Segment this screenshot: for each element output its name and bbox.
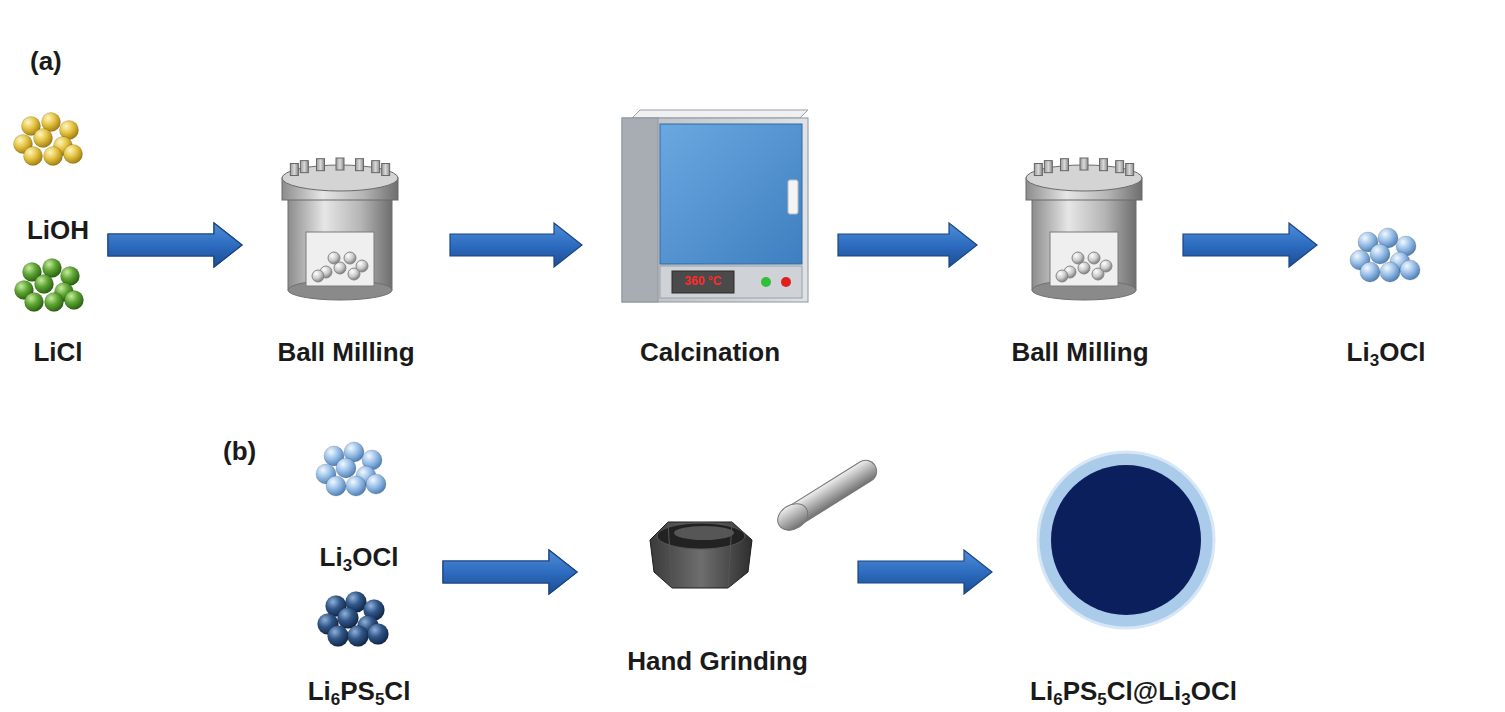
labelled-item: LiCl: [8, 245, 108, 367]
particle-cluster: [316, 442, 386, 496]
labelled-item: Li3OCl: [275, 428, 443, 572]
block-arrow: [858, 550, 992, 594]
item-label: Calcination: [640, 337, 780, 367]
ball-mill-jar: [282, 158, 398, 300]
labelled-item: Hand Grinding: [577, 450, 858, 676]
ball-mill-jar: [1026, 158, 1142, 300]
item-label: Li6PS5Cl@Li3OCl: [1030, 676, 1237, 706]
labelled-item: LiOH: [8, 105, 108, 245]
item-label: Hand Grinding: [627, 646, 808, 676]
furnace-illustration: [622, 110, 808, 302]
particle-cluster: [1350, 228, 1420, 282]
block-arrow: [108, 223, 242, 267]
mortar-and-pestle: [650, 455, 881, 588]
item-label: Li3OCl: [320, 542, 399, 572]
particle-cluster: [15, 259, 84, 312]
block-arrow: [838, 223, 977, 267]
labelled-item: Li6PS5Cl: [275, 572, 443, 706]
core-shell-particle: [1038, 452, 1214, 628]
item-label: LiOH: [27, 215, 89, 245]
panel-label: (b): [223, 436, 256, 467]
block-arrow: [1183, 223, 1317, 267]
block-arrow: [108, 223, 242, 267]
block-arrow: [450, 223, 582, 267]
labelled-item: Ball Milling: [242, 150, 450, 367]
particle-cluster: [14, 113, 83, 166]
panel-label: (a): [30, 46, 62, 77]
temperature-display: 360 °C: [685, 274, 722, 288]
labelled-item: Ball Milling: [977, 150, 1183, 367]
labelled-item: Li6PS5Cl@Li3OCl: [992, 440, 1275, 706]
item-label: Ball Milling: [277, 337, 414, 367]
block-arrow: [443, 550, 577, 594]
labelled-item: Calcination: [582, 100, 838, 367]
block-arrow: [443, 550, 577, 594]
labelled-item: Li3OCl: [1317, 210, 1455, 367]
item-label: Li3OCl: [1347, 337, 1426, 367]
item-label: Ball Milling: [1011, 337, 1148, 367]
item-label: Li6PS5Cl: [308, 676, 411, 706]
particle-cluster: [318, 592, 389, 647]
item-label: LiCl: [33, 337, 82, 367]
